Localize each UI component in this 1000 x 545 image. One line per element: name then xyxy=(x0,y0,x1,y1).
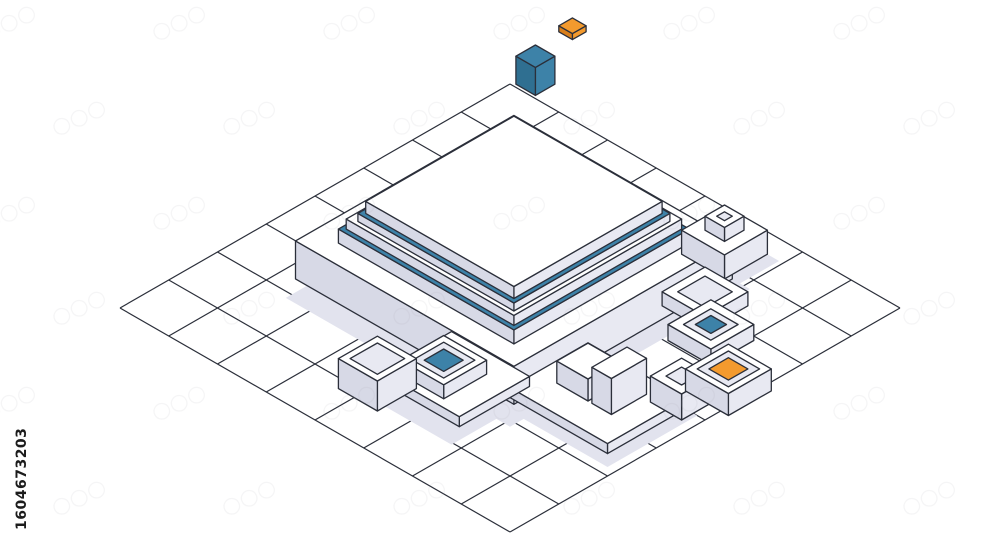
bottom-slab xyxy=(591,346,648,416)
left-house-tower xyxy=(704,204,745,243)
block-top-face xyxy=(365,115,663,288)
buildings xyxy=(294,17,772,455)
orange-well-block xyxy=(684,343,772,417)
grid-line xyxy=(509,307,901,533)
block-top-face xyxy=(515,44,556,69)
right-tower xyxy=(337,335,418,412)
right-blue-well xyxy=(400,334,488,400)
block-well-inner xyxy=(423,348,464,373)
grid-line xyxy=(119,307,511,533)
stock-id-label: 1604673203 xyxy=(14,427,30,530)
main-building-roof xyxy=(365,115,663,300)
block-well xyxy=(349,342,406,375)
block-top-face xyxy=(558,17,587,35)
block-top-face xyxy=(591,346,648,380)
blue-tower xyxy=(515,44,556,97)
block-well-inner xyxy=(694,314,728,335)
block-well xyxy=(716,211,733,222)
block-well-inner xyxy=(708,357,749,381)
orange-cube xyxy=(558,17,587,41)
